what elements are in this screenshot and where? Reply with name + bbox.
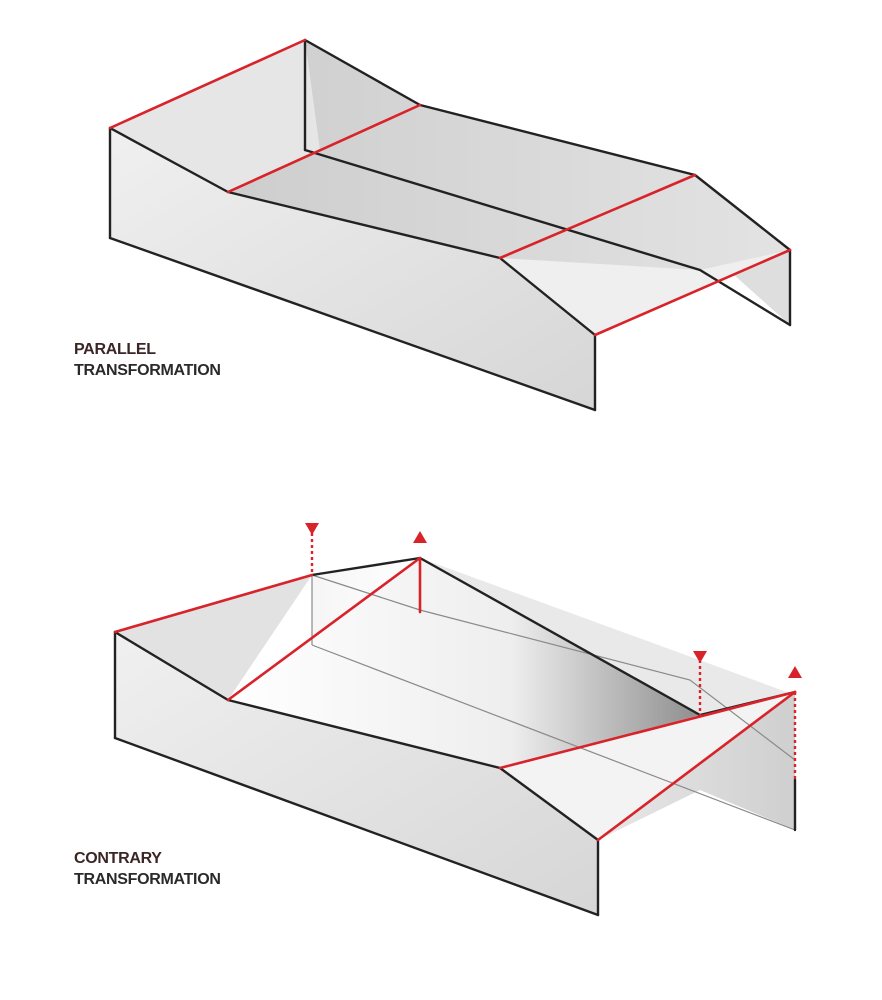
parallel-red-line-3: [498, 173, 697, 260]
arrow-up-icon: [788, 666, 802, 678]
parallel-front-top-edge: [108, 126, 597, 337]
arrow-down-icon: [693, 651, 707, 663]
arrow-up-icon: [413, 531, 427, 543]
contrary-back-left-face: [115, 575, 312, 700]
parallel-back-top-edge: [303, 38, 792, 252]
parallel-caption-line2: TRANSFORMATION: [74, 362, 221, 379]
contrary-caption: CONTRARY TRANSFORMATION: [74, 848, 221, 890]
parallel-front-bottom-edge: [108, 236, 597, 412]
contrary-inner-right: [500, 692, 795, 840]
parallel-front-wall: [110, 128, 595, 410]
contrary-transformation-model: [113, 523, 802, 917]
contrary-red-line-2: [226, 556, 422, 702]
contrary-red-line-4: [596, 690, 797, 842]
contrary-caption-line1: CONTRARY: [74, 850, 162, 867]
parallel-red-line-1: [108, 38, 307, 130]
contrary-construction-line-1: [311, 574, 796, 761]
parallel-floor-upper: [110, 40, 320, 192]
parallel-red-line-4: [593, 248, 792, 337]
contrary-front-top-edge: [113, 630, 600, 842]
parallel-transformation-model: [108, 38, 792, 412]
contrary-front-bottom-edge: [113, 736, 600, 917]
contrary-inner-floor: [228, 558, 700, 768]
parallel-caption-line1: PARALLEL: [74, 341, 156, 358]
parallel-inner-fold-edge: [303, 148, 792, 327]
contrary-caption-line2: TRANSFORMATION: [74, 871, 221, 888]
parallel-red-line-2: [226, 103, 422, 194]
parallel-caption: PARALLEL TRANSFORMATION: [74, 339, 221, 381]
contrary-red-line-1: [113, 573, 314, 634]
contrary-red-line-3: [498, 690, 797, 770]
arrow-down-icon: [305, 523, 319, 535]
parallel-floor-right: [500, 250, 790, 335]
contrary-construction-line-2: [311, 644, 796, 831]
